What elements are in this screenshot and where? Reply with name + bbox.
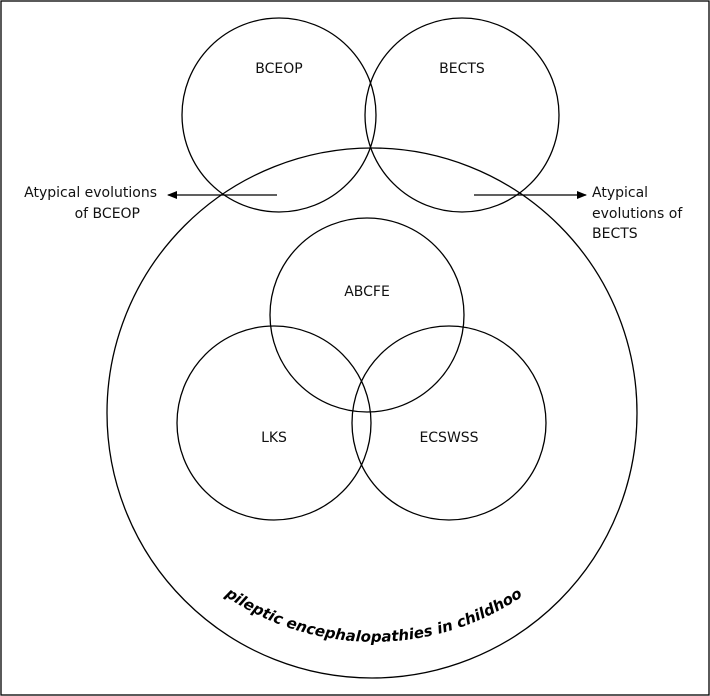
note-right-line3: BECTS bbox=[592, 226, 638, 242]
label-bceop: BCEOP bbox=[255, 61, 302, 77]
note-left-line2: of BCEOP bbox=[75, 206, 140, 222]
note-left-line1: Atypical evolutions bbox=[24, 185, 157, 201]
circle-lks bbox=[176, 325, 372, 521]
label-ecswss: ECSWSS bbox=[419, 430, 478, 446]
circle-bceop bbox=[181, 17, 377, 213]
label-abcfe: ABCFE bbox=[344, 284, 390, 300]
circle-bects bbox=[364, 17, 560, 213]
label-bects: BECTS bbox=[439, 61, 485, 77]
circle-abcfe bbox=[269, 217, 465, 413]
outer-circle-label: Epileptic encephalopathies in childhood bbox=[0, 0, 525, 646]
outer-circle-epileptic-encephalopathies bbox=[106, 147, 638, 679]
note-right-line2: evolutions of bbox=[592, 206, 683, 222]
outer-circle-label-path: Epileptic encephalopathies in childhood bbox=[0, 0, 525, 646]
label-lks: LKS bbox=[261, 430, 287, 446]
circle-ecswss bbox=[351, 325, 547, 521]
note-right-line1: Atypical bbox=[592, 185, 648, 201]
